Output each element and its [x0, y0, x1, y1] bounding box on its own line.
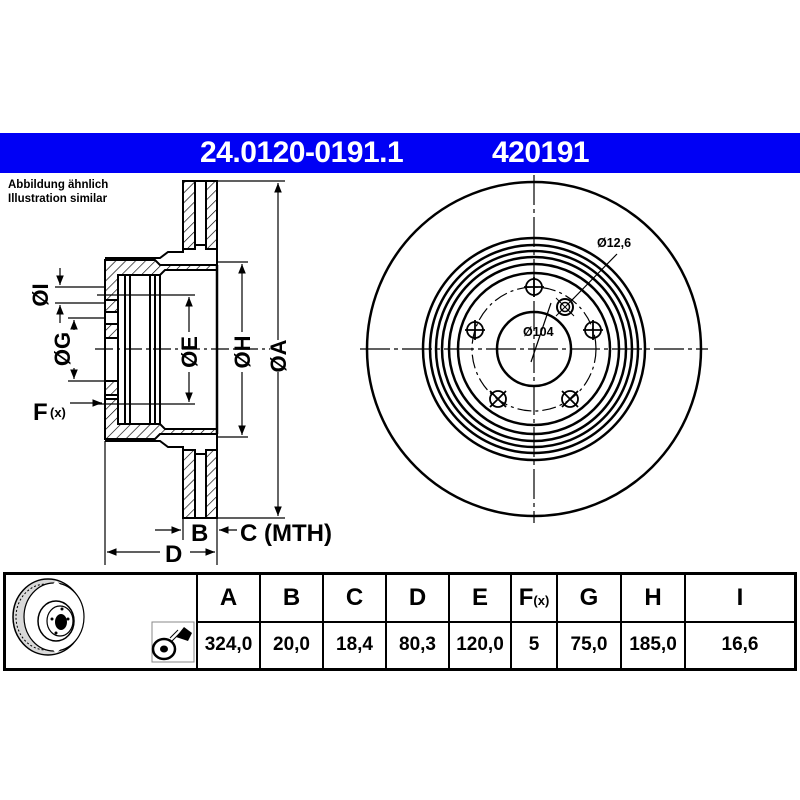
label-bolt-hole-dia: Ø12,6 — [597, 236, 631, 250]
header-f: F(x) — [510, 572, 558, 623]
table-header-row: A B C D E F(x) G H I — [3, 572, 797, 671]
header-a: A — [196, 572, 261, 623]
label-dia-e: ØE — [177, 336, 202, 368]
header-e: E — [448, 572, 512, 623]
dimension-table: A B C D E F(x) G H I 324,0 20,0 18,4 80,… — [3, 572, 797, 671]
header-f-sub: (x) — [533, 592, 550, 608]
label-dia-a: ØA — [266, 339, 291, 372]
title-bar: 24.0120-0191.1 420191 — [0, 133, 800, 173]
front-view — [360, 175, 708, 523]
part-number: 24.0120-0191.1 — [200, 136, 404, 169]
cross-section-labels: ØI ØG ØE ØH ØA F (x) B C (MTH) D — [28, 283, 332, 568]
bolt-holes — [465, 277, 603, 408]
label-dia-i: ØI — [28, 283, 53, 306]
value-e: 120,0 — [448, 620, 512, 671]
technical-drawing: ØI ØG ØE ØH ØA F (x) B C (MTH) D — [28, 175, 708, 568]
label-dia-h: ØH — [230, 336, 255, 369]
table-image-cell — [3, 572, 198, 671]
header-f-label: F — [518, 583, 534, 611]
label-dia-g: ØG — [50, 332, 75, 366]
illustration-note: Abbildung ähnlich Illustration similar — [8, 178, 108, 206]
header-c: C — [322, 572, 387, 623]
short-number: 420191 — [492, 136, 590, 169]
label-pcd: Ø104 — [523, 325, 554, 339]
value-i: 16,6 — [684, 620, 797, 671]
header-d: D — [385, 572, 450, 623]
note-line-en: Illustration similar — [8, 193, 108, 205]
value-g: 75,0 — [556, 620, 622, 671]
header-i: I — [684, 572, 797, 623]
table-value-row: 324,0 20,0 18,4 80,3 120,0 5 75,0 185,0 … — [5, 620, 797, 671]
coating-spray-icon — [151, 621, 195, 663]
value-h: 185,0 — [620, 620, 686, 671]
header-g: G — [556, 572, 622, 623]
label-b: B — [191, 520, 208, 547]
cross-section-dimensions — [55, 180, 285, 565]
value-b: 20,0 — [259, 620, 324, 671]
label-f-sub: (x) — [50, 405, 66, 420]
label-d: D — [165, 541, 182, 568]
label-f: F — [33, 399, 48, 426]
value-f: 5 — [510, 620, 558, 671]
value-c: 18,4 — [322, 620, 387, 671]
brake-disc-illustration — [12, 578, 195, 663]
header-b: B — [259, 572, 324, 623]
label-c-mth: C (MTH) — [240, 520, 332, 547]
note-line-de: Abbildung ähnlich — [8, 179, 109, 191]
value-d: 80,3 — [385, 620, 450, 671]
header-h: H — [620, 572, 686, 623]
value-a: 324,0 — [196, 620, 261, 671]
